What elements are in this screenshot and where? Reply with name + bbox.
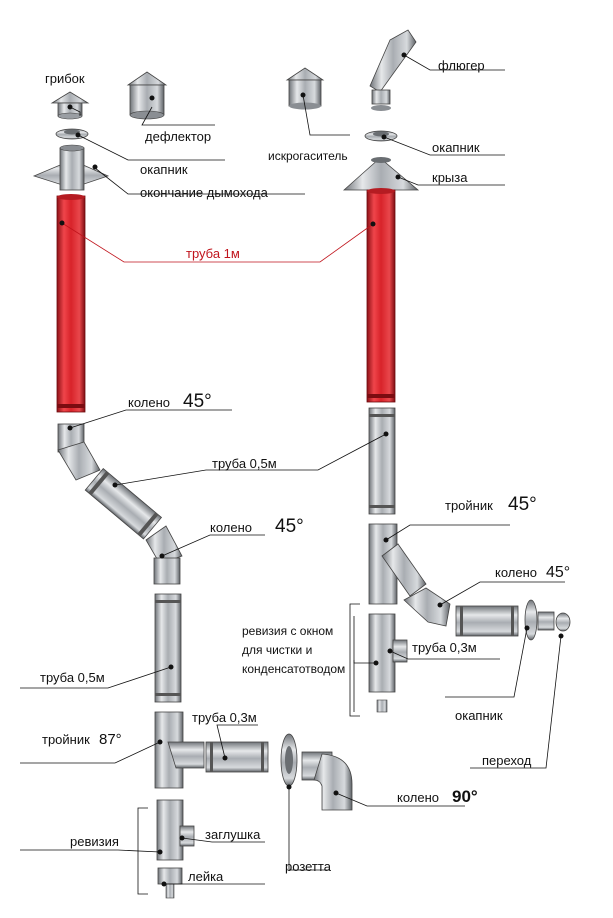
leika-part xyxy=(157,867,183,899)
leader-dots xyxy=(59,52,564,887)
label-troinik87-deg: 87° xyxy=(99,731,122,748)
label-revizia-okno-2: для чистки и xyxy=(242,643,312,657)
label-revizia: ревизия xyxy=(70,834,119,849)
revizia-part xyxy=(156,799,195,861)
label-rozetta: розетта xyxy=(285,859,332,874)
label-koleno45-c: колено xyxy=(495,565,537,580)
label-okapnik-left: окапник xyxy=(140,162,188,177)
label-iskrogasitel: искрогаситель xyxy=(268,149,348,163)
troinik87-part xyxy=(154,711,205,789)
label-truba05-lower: труба 0,5м xyxy=(40,670,105,685)
label-perehod: переход xyxy=(482,753,532,768)
koleno45-top-part xyxy=(57,423,101,481)
truba03-right-part xyxy=(455,605,519,637)
red-pipe-left xyxy=(56,194,86,413)
label-truba03-left: труба 0,3м xyxy=(192,710,257,725)
label-koleno45-b: колено xyxy=(210,520,252,535)
label-zaglushka: заглушка xyxy=(205,827,261,842)
label-okapnik-low: окапник xyxy=(455,708,503,723)
label-truba05-upper: труба 0,5м xyxy=(212,456,277,471)
label-deflektor: дефлектор xyxy=(145,129,211,144)
label-truba03-right: труба 0,3м xyxy=(412,640,477,655)
kryza-part xyxy=(342,157,420,191)
label-fluger: флюгер xyxy=(438,58,485,73)
brackets xyxy=(137,603,360,895)
troinik45-part xyxy=(368,523,427,605)
label-gribok: грибок xyxy=(45,71,85,86)
label-okapnik-right: окапник xyxy=(432,140,480,155)
rozetta-part xyxy=(280,733,298,787)
label-truba-1m: труба 1м xyxy=(186,246,240,261)
label-leika: лейка xyxy=(188,869,224,884)
koleno45-right-part xyxy=(403,587,451,627)
red-pipe-right xyxy=(366,188,396,403)
label-revizia-okno-3: конденсатотводом xyxy=(242,662,345,676)
label-troinik45-deg: 45° xyxy=(508,494,537,515)
label-koleno90-deg: 90° xyxy=(452,787,478,806)
label-troinik87: тройник xyxy=(42,732,90,747)
label-koleno45-a-deg: 45° xyxy=(183,391,212,412)
truba05-diagonal-part xyxy=(84,468,163,540)
koleno45-bottom-part xyxy=(145,525,183,585)
iskrogasitel-part xyxy=(285,67,325,110)
okapnik-right-part xyxy=(364,130,398,142)
deflektor-part xyxy=(126,71,168,120)
label-koleno45-b-deg: 45° xyxy=(275,516,304,537)
label-koleno45-a: колено xyxy=(128,395,170,410)
label-revizia-okno-1: ревизия с окном xyxy=(242,624,333,638)
label-troinik45: тройник xyxy=(445,498,493,513)
okonchanie-part xyxy=(32,144,110,191)
fluger-part xyxy=(369,29,417,111)
koleno90-part xyxy=(301,751,353,811)
okapnik-perehod-part xyxy=(524,599,571,641)
truba05-right-part xyxy=(368,407,396,515)
label-okonchanie: окончание дымохода xyxy=(140,185,269,200)
label-kryza: крыза xyxy=(432,170,468,185)
leader-lines xyxy=(20,54,565,885)
label-koleno90: колено xyxy=(397,790,439,805)
label-koleno45-c-deg: 45° xyxy=(546,564,570,581)
truba03-left-part xyxy=(205,741,269,773)
truba05-lower-part xyxy=(154,593,182,703)
